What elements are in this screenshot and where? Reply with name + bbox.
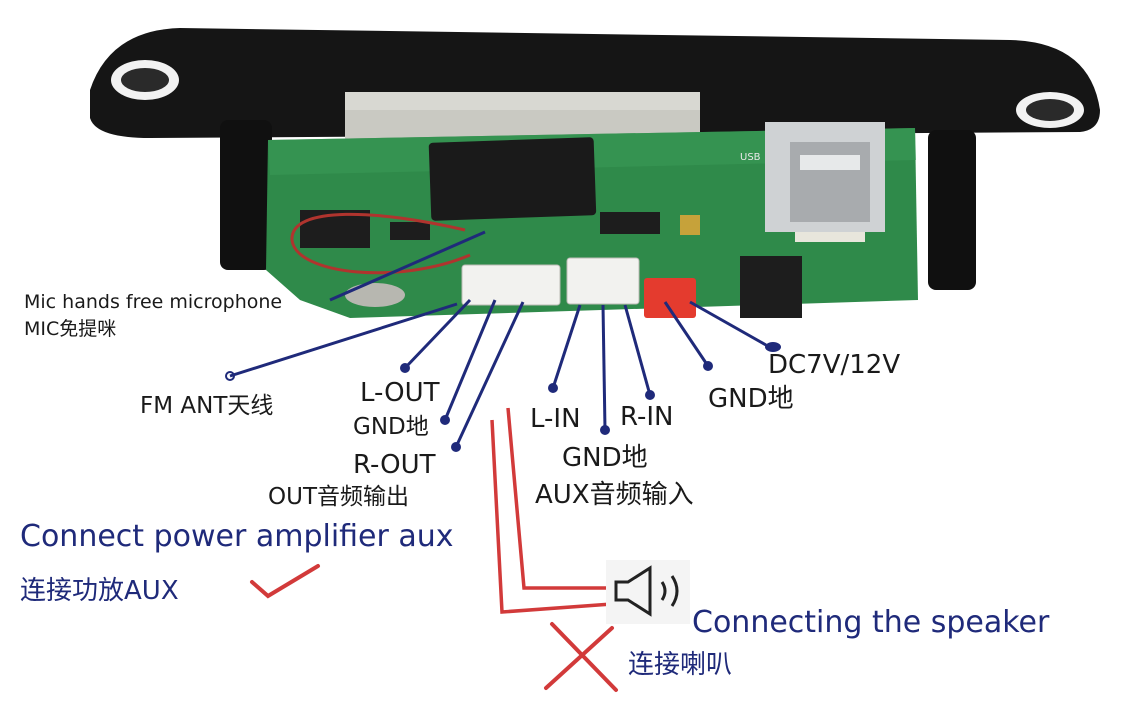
out-audio-label: OUT音频输出 (268, 484, 409, 510)
fm-antenna-label: FM ANT天线 (140, 393, 274, 419)
speaker-label-en: Connecting the speaker (692, 605, 1050, 640)
mic-wires (290, 212, 471, 275)
cross-mark-icon (544, 622, 618, 692)
r-out-label: R-OUT (353, 450, 436, 480)
l-out-label: L-OUT (360, 378, 440, 408)
gnd-out-label: GND地 (353, 414, 429, 440)
right-post (928, 130, 976, 290)
amp-label-cn: 连接功放AUX (20, 576, 179, 606)
mic-label-en: Mic hands free microphone (24, 291, 283, 313)
dc-power-label: DC7V/12V (768, 350, 901, 380)
mic-label-cn: MIC免提咪 (24, 318, 117, 340)
speaker-wires (490, 407, 613, 614)
left-post (220, 120, 272, 270)
gnd-power-label: GND地 (708, 384, 794, 414)
check-mark-icon (250, 564, 320, 599)
l-in-label: L-IN (530, 404, 581, 434)
usb-silkscreen: USB (740, 152, 761, 163)
amp-label-en: Connect power amplifier aux (20, 519, 454, 554)
front-bezel (90, 28, 1100, 140)
aux-in-label: AUX音频输入 (535, 480, 694, 510)
speaker-label-cn: 连接喇叭 (628, 650, 733, 680)
gnd-in-label: GND地 (562, 443, 648, 473)
leader-lines (229, 230, 767, 448)
speaker-icon (606, 560, 690, 624)
leader-dots (225, 342, 781, 452)
r-in-label: R-IN (620, 402, 674, 432)
pcb: USB (266, 122, 918, 318)
